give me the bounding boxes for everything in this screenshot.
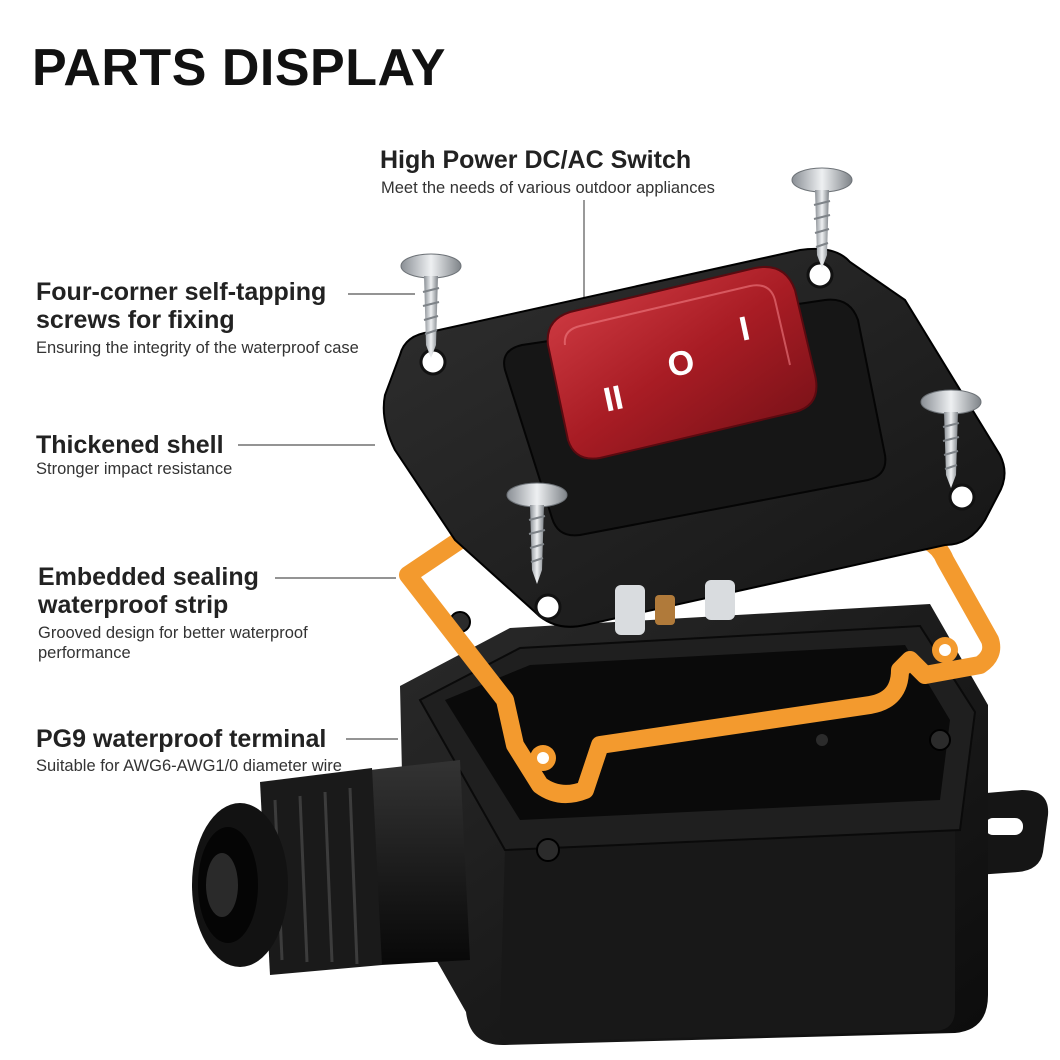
screw-right [920, 389, 982, 488]
strip-callout-title-line1: Embedded sealing [38, 563, 259, 591]
screws-callout-title-line2: screws for fixing [36, 306, 235, 334]
strip-callout-desc-line2: performance [38, 644, 131, 662]
strip-callout-desc-line1: Grooved design for better waterproof [38, 624, 308, 642]
rocker-switch: II O I [546, 266, 818, 460]
screw-top-right [791, 167, 853, 268]
cable-gland [192, 760, 470, 975]
shell-callout-title: Thickened shell [36, 431, 224, 459]
strip-callout-title-line2: waterproof strip [38, 591, 229, 619]
screw-top-left [400, 253, 462, 358]
shell-callout-desc: Stronger impact resistance [36, 460, 233, 478]
terminal-callout-desc: Suitable for AWG6-AWG1/0 diameter wire [36, 757, 342, 775]
screw-bottom-left [506, 482, 568, 584]
screws-callout-desc: Ensuring the integrity of the waterproof… [36, 339, 359, 357]
page-title: PARTS DISPLAY [32, 39, 446, 97]
switch-callout-title: High Power DC/AC Switch [380, 146, 692, 174]
terminal-callout-title: PG9 waterproof terminal [36, 725, 327, 753]
screws-callout-title-line1: Four-corner self-tapping [36, 278, 327, 306]
switch-callout-desc: Meet the needs of various outdoor applia… [381, 179, 715, 197]
